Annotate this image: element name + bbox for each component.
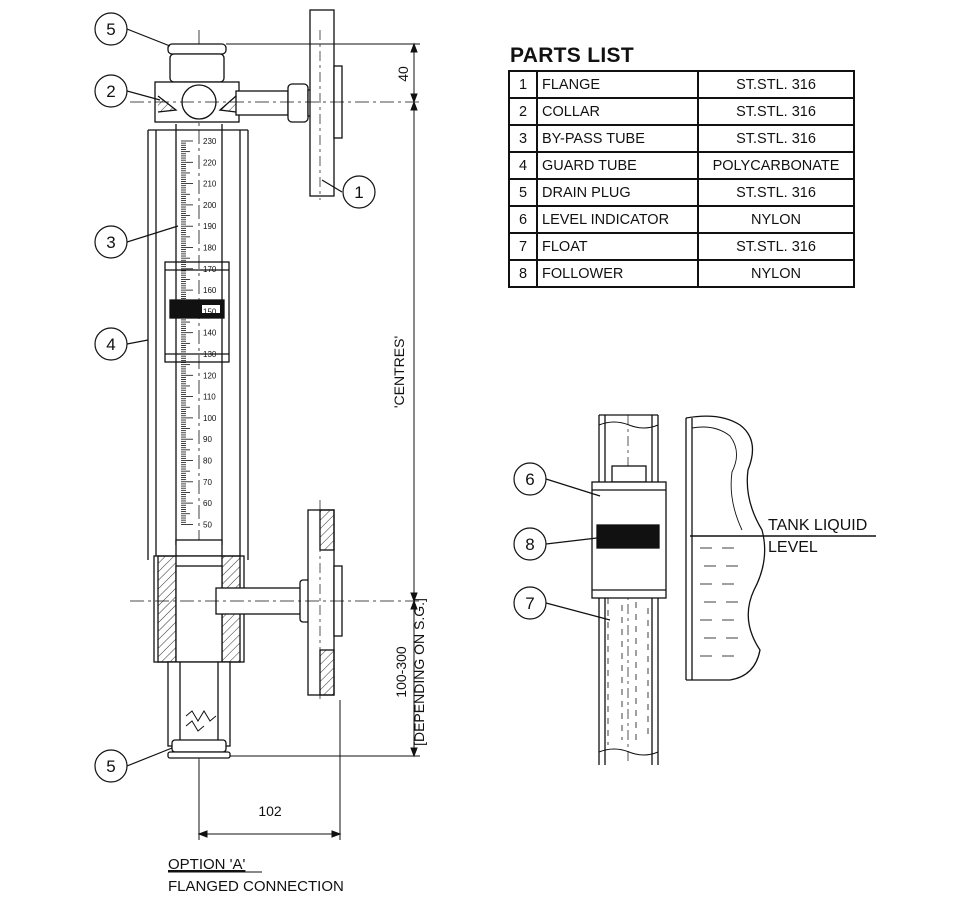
scale-label: 140 xyxy=(203,329,217,338)
part-number: 3 xyxy=(508,124,538,153)
scale-label: 210 xyxy=(203,180,217,189)
guard-tube xyxy=(147,129,249,560)
scale-label: 180 xyxy=(203,244,217,253)
scale-label: 220 xyxy=(203,158,217,167)
parts-list-title: PARTS LIST xyxy=(510,44,634,67)
scale-label: 90 xyxy=(203,435,212,444)
balloon-float: 7 xyxy=(525,594,534,613)
part-material: POLYCARBONATE xyxy=(697,151,855,180)
part-material: ST.STL. 316 xyxy=(697,70,855,99)
caption-connection: FLANGED CONNECTION xyxy=(168,878,344,895)
part-material: ST.STL. 316 xyxy=(697,97,855,126)
tank-label-line1: TANK LIQUID xyxy=(768,517,867,534)
dim-width: 102 xyxy=(258,803,282,819)
balloon-level-indicator: 6 xyxy=(525,470,534,489)
scale-label: 120 xyxy=(203,371,217,380)
part-number: 2 xyxy=(508,97,538,126)
part-name: BY-PASS TUBE xyxy=(536,124,699,153)
balloon-guard-tube: 4 xyxy=(106,335,115,354)
part-number: 5 xyxy=(508,178,538,207)
dim-bottom-note: [DEPENDING ON S.G.] xyxy=(411,598,427,746)
callouts-detail xyxy=(513,462,611,621)
scale-label: 70 xyxy=(203,478,212,487)
part-name: COLLAR xyxy=(536,97,699,126)
part-material: ST.STL. 316 xyxy=(697,124,855,153)
balloon-follower: 8 xyxy=(525,535,534,554)
part-name: LEVEL INDICATOR xyxy=(536,205,699,234)
part-number: 1 xyxy=(508,70,538,99)
dim-bottom-range: 100-300 xyxy=(393,646,409,698)
part-name: FOLLOWER xyxy=(536,259,699,288)
caption-option: OPTION 'A' xyxy=(168,856,246,873)
part-material: ST.STL. 316 xyxy=(697,178,855,207)
part-material: ST.STL. 316 xyxy=(697,232,855,261)
part-name: GUARD TUBE xyxy=(536,151,699,180)
part-name: DRAIN PLUG xyxy=(536,178,699,207)
top-flange xyxy=(309,9,343,197)
scale-label: 160 xyxy=(203,286,217,295)
balloon-flange: 1 xyxy=(354,183,363,202)
dim-top-offset: 40 xyxy=(395,66,411,82)
detail-view xyxy=(591,414,876,765)
scale-label: 190 xyxy=(203,222,217,231)
part-number: 7 xyxy=(508,232,538,261)
scale-label: 170 xyxy=(203,265,217,274)
scale-label: 130 xyxy=(203,350,217,359)
scale-label: 110 xyxy=(203,393,216,402)
scale-label: 60 xyxy=(203,499,212,508)
dim-centres: 'CENTRES' xyxy=(391,336,407,408)
scale-label: 200 xyxy=(203,201,217,210)
scale-label: 150 xyxy=(203,307,217,316)
callouts-main xyxy=(94,12,376,783)
main-elevation xyxy=(130,9,420,840)
dimension-lines xyxy=(197,42,420,840)
main-level-indicator xyxy=(164,261,230,363)
collar xyxy=(154,81,321,123)
scale-ticks xyxy=(181,140,193,525)
scale-label: 230 xyxy=(203,137,217,146)
drain-tube xyxy=(167,661,231,747)
scale-label: 50 xyxy=(203,520,212,529)
part-material: NYLON xyxy=(697,259,855,288)
top-drain-plug xyxy=(167,43,227,83)
balloon-collar: 2 xyxy=(106,82,115,101)
scale-label: 100 xyxy=(203,414,217,423)
part-material: NYLON xyxy=(697,205,855,234)
part-name: FLOAT xyxy=(536,232,699,261)
part-number: 4 xyxy=(508,151,538,180)
part-number: 6 xyxy=(508,205,538,234)
tank-label-line2: LEVEL xyxy=(768,539,818,556)
bottom-flange xyxy=(307,509,343,696)
bypass-tube xyxy=(175,124,223,545)
balloon-top-plug: 5 xyxy=(106,20,115,39)
bottom-drain-plug xyxy=(167,739,231,759)
part-number: 8 xyxy=(508,259,538,288)
part-name: FLANGE xyxy=(536,70,699,99)
balloon-bypass-tube: 3 xyxy=(106,233,115,252)
balloon-drain-plug: 5 xyxy=(106,757,115,776)
scale-label: 80 xyxy=(203,457,212,466)
